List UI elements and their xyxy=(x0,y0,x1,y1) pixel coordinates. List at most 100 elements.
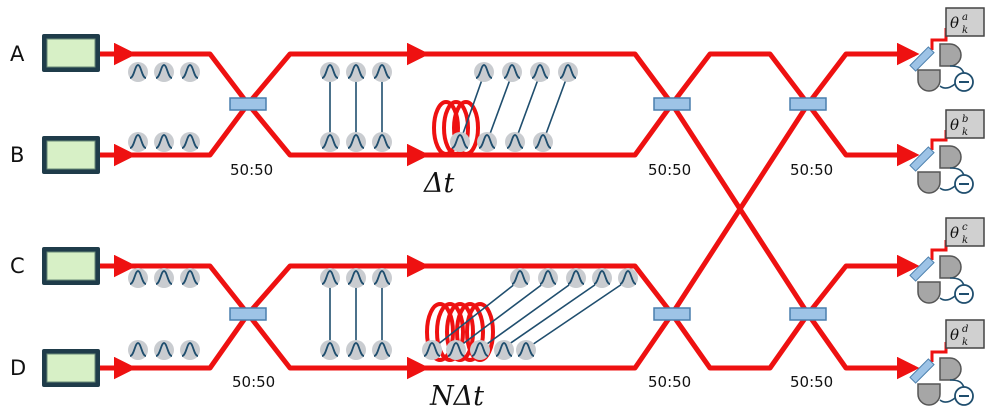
beam-lower-out-2 xyxy=(669,312,811,371)
beam-arrows xyxy=(108,42,920,380)
beam-input-c xyxy=(100,263,674,317)
mirror-icon xyxy=(909,256,935,282)
phase-box-b xyxy=(945,109,985,139)
beam-input-b xyxy=(100,101,675,158)
beam-splitter-6-label: 50:50 xyxy=(790,373,833,391)
detector-icon xyxy=(917,383,941,406)
pulse-icon xyxy=(320,132,340,152)
pulse-icon xyxy=(558,62,578,82)
pulse-icon xyxy=(154,62,174,82)
source-d xyxy=(42,349,100,387)
beam-splitter-4-label: 50:50 xyxy=(648,373,691,391)
pulse-icon xyxy=(502,62,522,82)
beam-out-d xyxy=(805,312,915,371)
input-label-a: A xyxy=(10,42,25,66)
beam-input-d xyxy=(100,311,675,371)
pulse-icon xyxy=(510,268,530,288)
pulse-icon xyxy=(128,340,148,360)
detector-icon xyxy=(917,281,941,304)
phase-theta-c: θ xyxy=(950,224,959,242)
phase-sub-b: k xyxy=(962,127,968,138)
phase-theta-d: θ xyxy=(950,326,959,344)
input-label-d: D xyxy=(10,356,26,380)
source-c xyxy=(42,247,100,285)
pulse-icon xyxy=(372,268,392,288)
pulse-icon xyxy=(538,268,558,288)
phase-sub-d: k xyxy=(962,337,968,348)
pulse-icon xyxy=(180,62,200,82)
phase-sub-a: k xyxy=(962,25,968,36)
beam-input-a xyxy=(100,51,675,107)
pulse-icon xyxy=(346,132,366,152)
pulse-icon xyxy=(530,62,550,82)
input-label-c: C xyxy=(10,254,25,278)
pulse-icon xyxy=(372,62,392,82)
pulse-icon xyxy=(566,268,586,288)
detector-icon xyxy=(939,145,962,169)
beam-lower-out-1 xyxy=(669,102,811,316)
pulse-icon xyxy=(505,132,525,152)
beam-splitter-1-label: 50:50 xyxy=(230,161,273,179)
pulse-icon xyxy=(346,268,366,288)
delay-label-upper: Δt xyxy=(423,168,454,199)
delay-label-lower: NΔt xyxy=(429,381,484,412)
pulse-icon xyxy=(320,340,340,360)
beam-splitter-1 xyxy=(229,97,267,111)
beam-out-b xyxy=(805,102,915,158)
pulse-icon xyxy=(128,268,148,288)
pulse-icon xyxy=(180,340,200,360)
phase-theta-b: θ xyxy=(950,116,959,134)
pulse-icon xyxy=(477,132,497,152)
delay-coil-upper xyxy=(432,100,480,156)
pulses xyxy=(128,62,638,360)
phase-box-c xyxy=(945,217,985,247)
beam-splitter-6 xyxy=(789,307,827,321)
source-b xyxy=(42,136,100,174)
detector-icon xyxy=(939,357,962,381)
beam-upper-out-1 xyxy=(670,51,810,106)
pulse-icon xyxy=(533,132,553,152)
beam-out-a xyxy=(806,51,915,106)
sources xyxy=(42,34,100,387)
phase-box-a xyxy=(945,7,985,37)
mirror-icon xyxy=(909,358,935,384)
pulse-icon xyxy=(474,62,494,82)
pulse-icon xyxy=(450,132,470,152)
beam-splitters xyxy=(229,97,827,321)
detector-icon xyxy=(917,69,941,92)
pulse-icon xyxy=(372,340,392,360)
phase-sub-c: k xyxy=(962,235,968,246)
phase-sup-a: a xyxy=(962,12,968,23)
beam-splitter-3 xyxy=(653,97,691,111)
beam-out-c xyxy=(806,263,915,316)
mirror-icon xyxy=(909,146,935,172)
pulse-icon xyxy=(154,340,174,360)
pulse-icon xyxy=(372,132,392,152)
pulse-icon xyxy=(516,340,536,360)
pulse-icon xyxy=(320,62,340,82)
beam-splitter-5-label: 50:50 xyxy=(790,161,833,179)
beam-paths xyxy=(100,51,915,371)
pulse-icon xyxy=(422,340,442,360)
beam-splitter-2-label: 50:50 xyxy=(232,373,275,391)
phase-theta-a: θ xyxy=(950,14,959,32)
detector-icon xyxy=(939,255,962,279)
pulse-icon xyxy=(470,340,490,360)
beam-splitter-5 xyxy=(789,97,827,111)
phase-sup-d: d xyxy=(962,324,968,335)
detector-a: θ a k xyxy=(909,7,985,92)
source-a xyxy=(42,34,100,72)
beam-splitter-2 xyxy=(229,307,267,321)
pulse-icon xyxy=(180,268,200,288)
pulse-icon xyxy=(346,340,366,360)
pulse-icon xyxy=(494,340,514,360)
pulse-icon xyxy=(446,340,466,360)
phase-sup-b: b xyxy=(962,114,968,125)
phase-sup-c: c xyxy=(962,222,968,233)
pulse-icon xyxy=(592,268,612,288)
pulse-icon xyxy=(154,268,174,288)
pulse-icon xyxy=(180,132,200,152)
pulse-links xyxy=(329,73,629,350)
pulse-icon xyxy=(128,62,148,82)
detector-b: θ b k xyxy=(909,109,985,194)
